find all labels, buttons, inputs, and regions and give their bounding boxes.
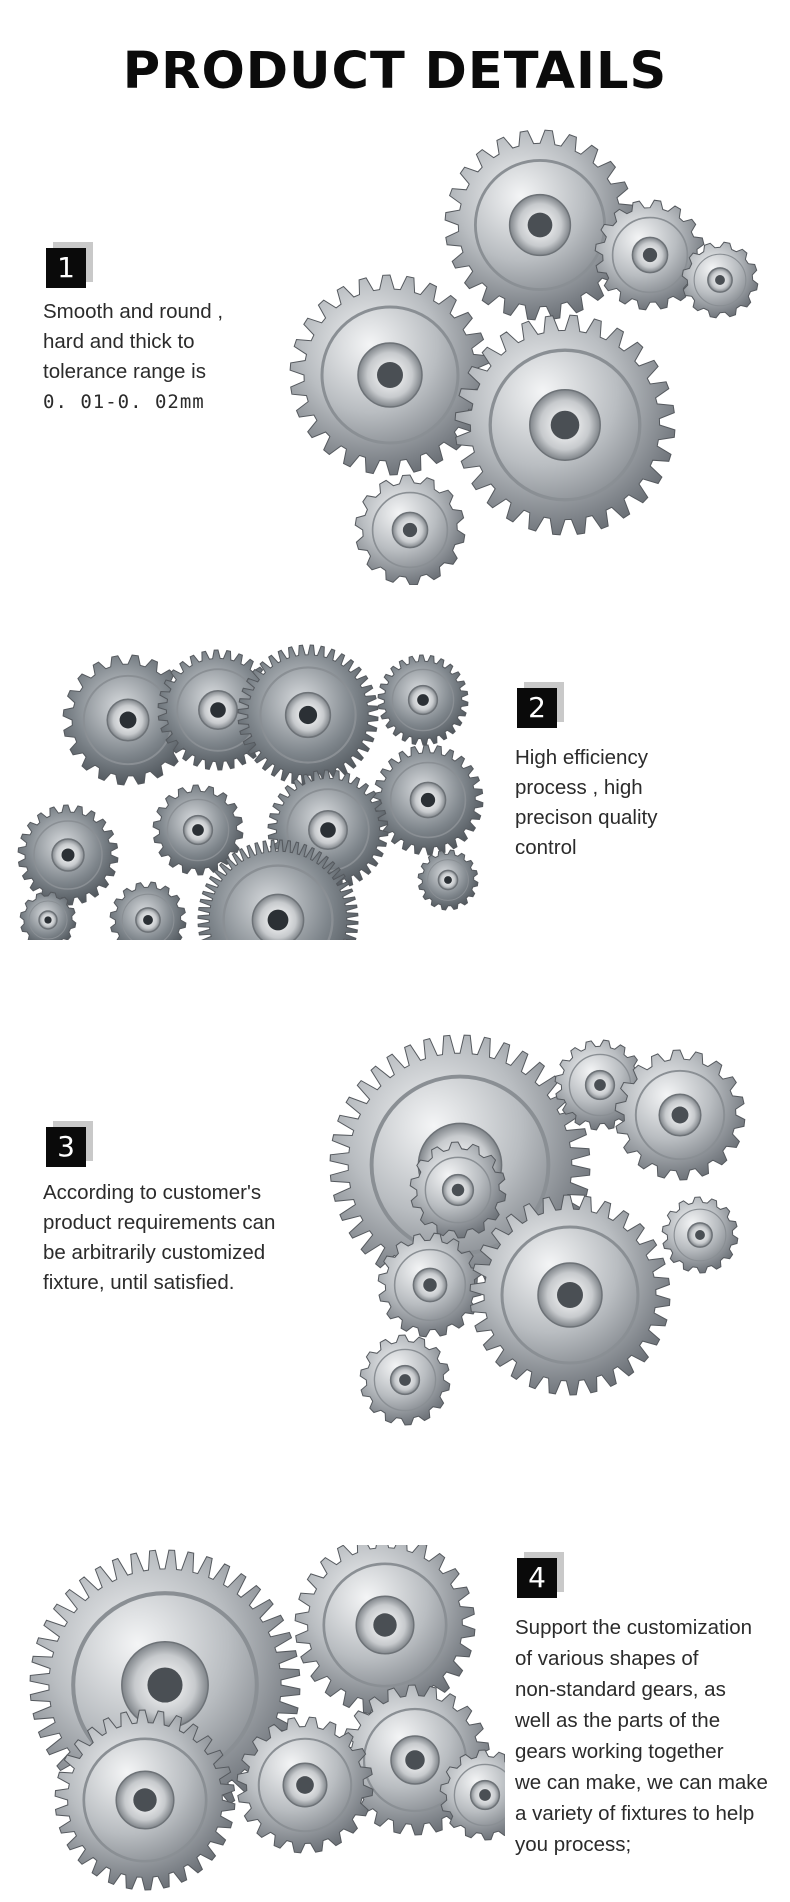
description-line: product requirements can <box>43 1211 276 1234</box>
description-line: 0. 01-0. 02mm <box>43 391 205 413</box>
gear-shape <box>681 241 759 319</box>
description-line: we can make, we can make <box>515 1771 768 1794</box>
gear-shape <box>661 1196 739 1274</box>
gear-shape <box>62 654 194 786</box>
page-title: PRODUCT DETAILS <box>122 42 668 101</box>
number-badge-label: 2 <box>517 688 557 728</box>
number-badge-label: 4 <box>517 1558 557 1598</box>
description-line: fixture, until satisfied. <box>43 1271 235 1294</box>
number-badge: 1 <box>46 242 93 288</box>
gear-assortment-icon <box>17 644 484 940</box>
gear-shape <box>17 804 119 906</box>
description-line: non-standard gears, as <box>515 1678 726 1701</box>
number-badge: 3 <box>46 1121 93 1167</box>
gear-shape <box>197 839 359 940</box>
gear-shape <box>354 474 466 585</box>
section-description: Smooth and round , hard and thick to tol… <box>43 297 223 417</box>
description-line: High efficiency <box>515 746 648 769</box>
gear-shape <box>294 1545 476 1716</box>
description-line: you process; <box>515 1833 632 1856</box>
description-line: be arbitrarily customized <box>43 1241 266 1264</box>
gear-shape <box>594 199 706 311</box>
description-line: gears working together <box>515 1740 724 1763</box>
gear-shape <box>54 1709 236 1891</box>
gear-shape <box>372 744 484 856</box>
gear-shape <box>109 881 187 940</box>
gear-shape <box>289 274 491 476</box>
gear-shape <box>19 891 77 940</box>
gear-shape <box>417 849 479 911</box>
number-badge-label: 1 <box>46 248 86 288</box>
gear-wheels-icon <box>29 1545 505 1891</box>
gear-shape <box>409 1141 507 1239</box>
gear-shape <box>377 1232 483 1338</box>
gear-cluster-icon <box>289 129 759 585</box>
gear-shape <box>439 1749 505 1841</box>
description-line: a variety of fixtures to help <box>515 1802 755 1825</box>
gear-shape <box>454 314 676 536</box>
section-description: High efficiency process , high precison … <box>515 743 657 863</box>
gear-train-icon <box>329 1034 746 1426</box>
gear-shape <box>469 1194 671 1396</box>
gear-shape <box>236 1716 374 1854</box>
description-line: process , high <box>515 776 643 799</box>
description-line: of various shapes of <box>515 1647 699 1670</box>
description-line: tolerance range is <box>43 360 206 383</box>
number-badge: 4 <box>517 1552 564 1598</box>
description-line: hard and thick to <box>43 330 195 353</box>
description-line: well as the parts of the <box>515 1709 721 1732</box>
description-line: precison quality <box>515 806 658 829</box>
description-line: Support the customization <box>515 1616 753 1639</box>
gear-shape <box>614 1049 746 1181</box>
number-badge-label: 3 <box>46 1127 86 1167</box>
section-description: According to customer's product requirem… <box>43 1178 275 1298</box>
gear-shape <box>359 1334 451 1426</box>
description-line: Smooth and round , <box>43 300 224 323</box>
description-line: control <box>515 836 577 859</box>
gear-shape <box>377 654 469 746</box>
gear-shape <box>237 644 379 786</box>
gear-shape <box>152 784 244 876</box>
number-badge: 2 <box>517 682 564 728</box>
section-description: Support the customization of various sha… <box>515 1612 768 1860</box>
description-line: According to customer's <box>43 1181 262 1204</box>
